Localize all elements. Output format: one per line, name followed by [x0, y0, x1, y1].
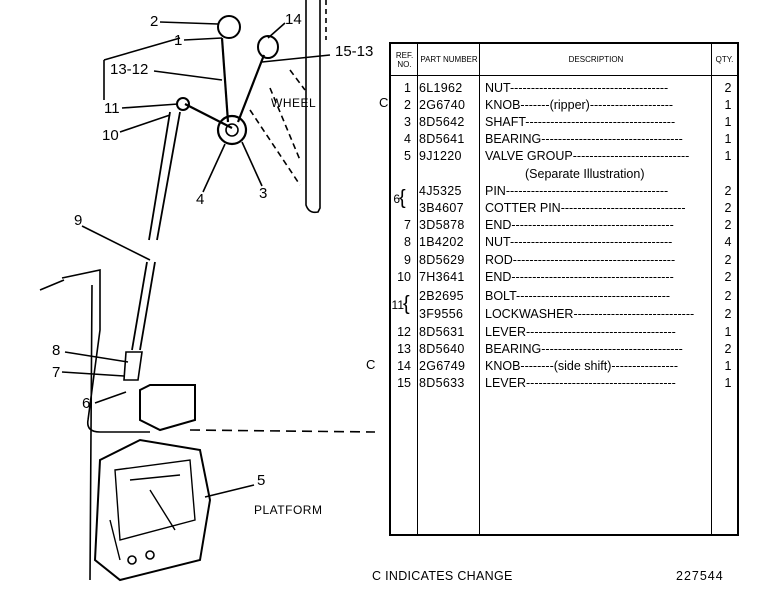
cab-edge-dashed: [189, 429, 376, 433]
callout-15-13: 15-13: [335, 43, 374, 60]
lever-12: [220, 37, 230, 123]
leader-14: [267, 22, 286, 39]
knob-14: [257, 35, 279, 59]
rod-end-7: [123, 351, 143, 381]
parts-list-table: REF. NO. PART NUMBER DESCRIPTION QTY. { …: [389, 42, 739, 536]
leader-2: [159, 21, 219, 25]
bearing-hub: [225, 123, 239, 137]
callout-7: 7: [52, 364, 61, 381]
wheel-outline: [305, 0, 321, 214]
header-qty: QTY.: [712, 44, 737, 76]
wheel-label: WHEEL: [271, 96, 317, 110]
valve-detail: [109, 459, 196, 561]
leader-1: [183, 37, 223, 41]
callout-14: 14: [285, 11, 302, 28]
callout-8: 8: [52, 342, 61, 359]
callout-3: 3: [259, 185, 268, 202]
callout-5: 5: [257, 472, 266, 489]
leader-3: [241, 141, 263, 187]
callout-1: 1: [174, 32, 183, 49]
leader-9: [81, 225, 151, 261]
leader-13-12: [153, 70, 223, 81]
change-indicator-note: C INDICATES CHANGE: [372, 569, 513, 583]
group-ref-6: 6: [393, 192, 400, 206]
table-row: (Separate Illustration): [525, 167, 645, 181]
leader-7: [61, 371, 125, 377]
change-mark-knob-side-shift: C: [366, 357, 376, 372]
callout-11: 11: [104, 100, 120, 117]
rod-9-upper: [148, 111, 181, 241]
lever-15: [236, 54, 266, 123]
group-ref-11: 11: [391, 298, 404, 312]
callout-13-12: 13-12: [110, 61, 149, 78]
group-brace-6: {: [399, 187, 406, 209]
knob-2: [217, 15, 241, 39]
header-part-number: PART NUMBER: [418, 44, 480, 76]
group-brace-11: {: [403, 293, 410, 315]
lever-shaft-bar: [184, 103, 233, 129]
header-ref-no: REF. NO.: [391, 44, 418, 76]
platform-label: PLATFORM: [254, 503, 323, 517]
platform-outline: [61, 269, 150, 433]
leader-5: [204, 484, 255, 498]
callout-6: 6: [82, 395, 91, 412]
leader-10: [119, 114, 171, 133]
leader-11: [121, 103, 179, 109]
change-mark-knob-ripper: C: [379, 95, 389, 110]
callout-10: 10: [102, 127, 119, 144]
left-frame: [39, 279, 93, 581]
callout-9: 9: [74, 212, 83, 229]
leader-4: [202, 143, 226, 193]
callout-2: 2: [150, 13, 159, 30]
bracket-11: [103, 37, 181, 100]
valve-body: [139, 384, 196, 432]
leader-15-13: [261, 54, 331, 63]
leader-6: [94, 391, 127, 404]
rod-9-lower: [131, 261, 156, 351]
header-description: DESCRIPTION: [480, 44, 712, 76]
valve-group-5: [93, 438, 212, 582]
bearing-13: [216, 114, 248, 146]
leader-8: [64, 351, 129, 363]
figure-number: 227544: [676, 569, 724, 583]
wheel-spokes: [249, 69, 306, 186]
callout-4: 4: [196, 191, 205, 208]
